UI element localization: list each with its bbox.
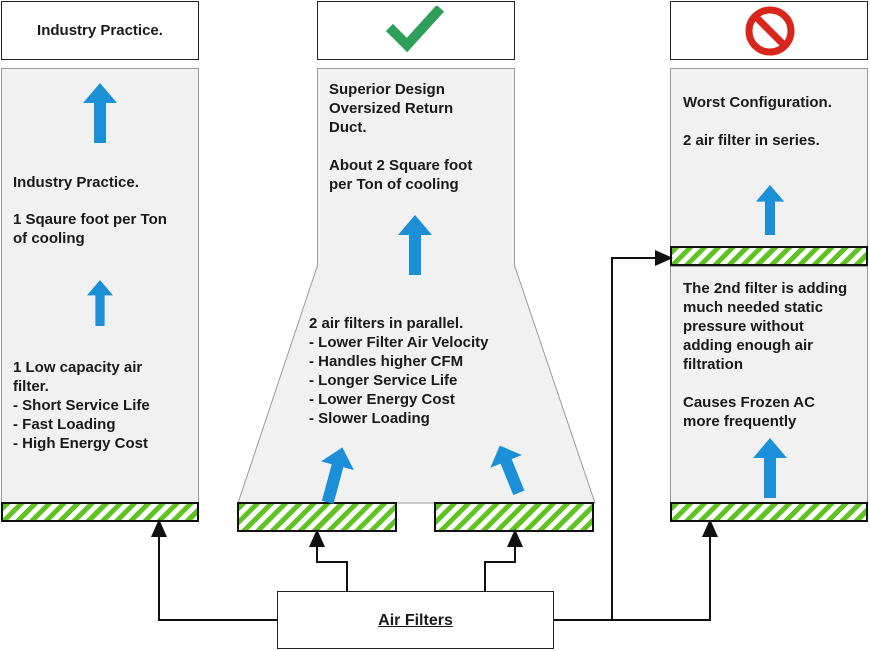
air-filters-legend-box: Air Filters: [277, 591, 554, 649]
left-panel-rule: 1 Sqaure foot per Ton of cooling: [13, 211, 167, 247]
header-left-label: Industry Practice.: [37, 22, 163, 39]
header-left-box: Industry Practice.: [1, 1, 199, 60]
check-mark-icon: [386, 6, 445, 53]
middle-panel-filter-desc: 2 air filters in parallel. - Lower Filte…: [309, 315, 489, 427]
prohibited-icon: [745, 6, 795, 56]
left-panel-title: Industry Practice.: [13, 174, 139, 191]
header-right-box: [670, 1, 868, 60]
air-filters-label: Air Filters: [378, 612, 453, 629]
header-middle-box: [317, 1, 515, 60]
right-panel-top-text: Worst Configuration. 2 air filter in ser…: [683, 94, 832, 149]
middle-panel-top-text: Superior Design Oversized Return Duct. A…: [329, 81, 473, 193]
filter-left: [1, 502, 199, 522]
filter-right-bottom: [670, 502, 868, 522]
filter-middle-right: [434, 502, 594, 532]
left-panel-filter-desc: 1 Low capacity air filter. - Short Servi…: [13, 359, 150, 452]
right-panel-bottom-text: The 2nd filter is adding much needed sta…: [683, 280, 848, 430]
